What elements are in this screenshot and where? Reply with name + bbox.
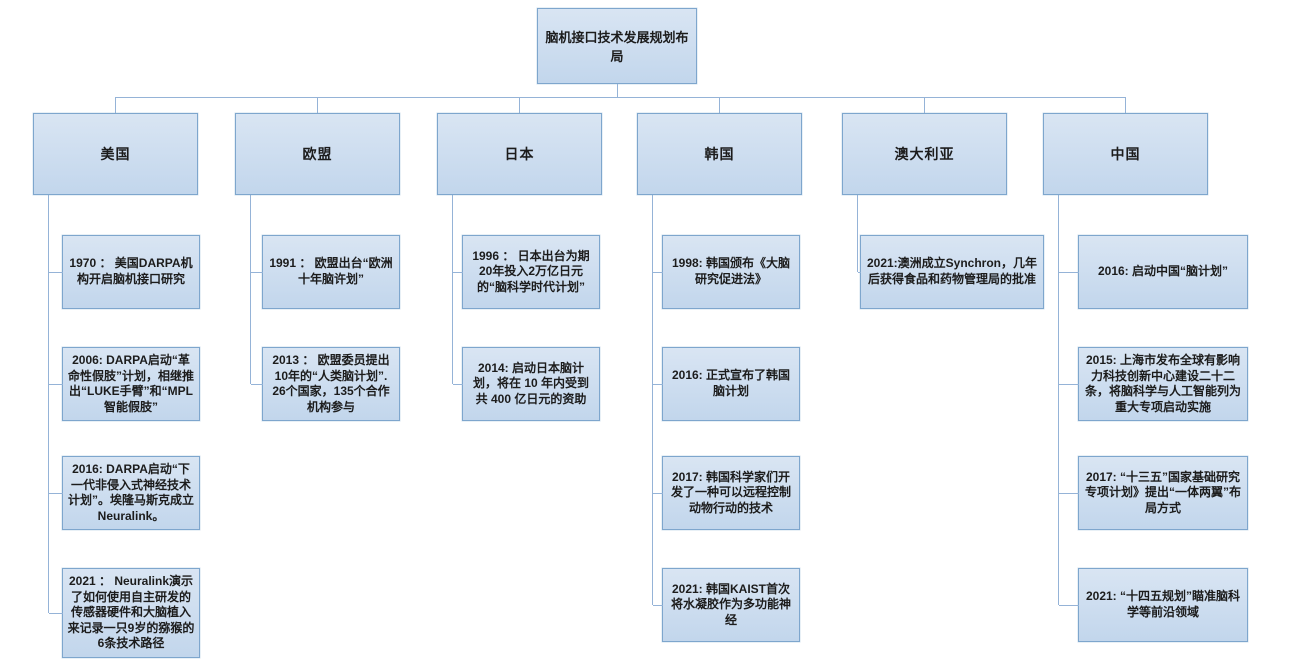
branch-drop-line (519, 97, 520, 113)
milestone-text: 2013 ： 欧盟委员提出10年的“人类脑计划”. 26个国家，135个合作机构… (272, 353, 390, 414)
country-label: 日本 (504, 146, 535, 162)
country-label: 中国 (1110, 146, 1141, 162)
milestone-text: 2021:澳洲成立Synchron，几年后获得食品和药物管理局的批准 (866, 256, 1038, 286)
branch-drop-line (924, 97, 925, 113)
root-drop-line (616, 84, 618, 98)
milestone-box: 2015: 上海市发布全球有影响力科技创新中心建设二十二条，将脑科学与人工智能列… (1059, 347, 1248, 422)
milestone-text: 1991 ： 欧盟出台“欧洲十年脑许划” (269, 256, 393, 286)
milestone-box: 2021: 韩国KAIST首次将水凝胶作为多功能神经 (653, 568, 800, 642)
column-spine-line (451, 195, 453, 384)
branch-drop-line (317, 97, 318, 113)
country-label: 韩国 (704, 146, 735, 162)
milestone-box: 2021: “十四五规划”瞄准脑科学等前沿领域 (1059, 568, 1248, 642)
milestone-text: 2017: 韩国科学家们开发了一种可以远程控制动物行动的技术 (670, 469, 791, 515)
milestone-text: 1970 ： 美国DARPA机构开启脑机接口研究 (69, 256, 193, 286)
milestone-text: 2021: 韩国KAIST首次将水凝胶作为多功能神经 (670, 581, 791, 627)
milestone-text: 2016: 启动中国“脑计划” (1097, 264, 1229, 279)
branch-drop-line (1125, 97, 1126, 113)
milestone-box: 1996 ： 日本出台为期20年投入2万亿日元的“脑科学时代计划” (453, 235, 600, 309)
country-box: 中国 (1043, 113, 1208, 195)
country-label: 澳大利亚 (894, 146, 955, 162)
branch-drop-line (719, 97, 720, 113)
milestone-text: 2015: 上海市发布全球有影响力科技创新中心建设二十二条，将脑科学与人工智能列… (1084, 353, 1241, 414)
bus-line (115, 97, 1126, 98)
milestone-text: 2016: 正式宣布了韩国脑计划 (671, 368, 791, 398)
root-title-box: 脑机接口技术发展规划布局 (537, 8, 697, 84)
country-box: 美国 (33, 113, 198, 195)
milestone-box: 2013 ： 欧盟委员提出10年的“人类脑计划”. 26个国家，135个合作机构… (251, 347, 400, 422)
country-box: 欧盟 (235, 113, 400, 195)
milestone-box: 1991 ： 欧盟出台“欧洲十年脑许划” (251, 235, 400, 309)
column-spine-line (856, 195, 858, 272)
milestone-text: 1998: 韩国颁布《大脑研究促进法》 (671, 256, 791, 286)
milestone-text: 2016: DARPA启动“下一代非侵入式神经技术计划”。埃隆马斯克成立Neur… (67, 462, 194, 523)
milestone-text: 2017: “十三五”国家基础研究专项计划》提出“一体两翼”布局方式 (1084, 469, 1241, 515)
milestone-box: 2006: DARPA启动“革命性假肢”计划，相继推出“LUKE手臂”和“MPL… (49, 347, 200, 422)
branch-drop-line (115, 97, 116, 113)
milestone-box: 2021:澳洲成立Synchron，几年后获得食品和药物管理局的批准 (858, 235, 1044, 309)
country-box: 韩国 (637, 113, 802, 195)
milestone-text: 1996 ： 日本出台为期20年投入2万亿日元的“脑科学时代计划” (472, 248, 590, 294)
milestone-box: 1998: 韩国颁布《大脑研究促进法》 (653, 235, 800, 309)
country-box: 澳大利亚 (842, 113, 1007, 195)
country-label: 欧盟 (302, 146, 333, 162)
milestone-box: 2017: 韩国科学家们开发了一种可以远程控制动物行动的技术 (653, 456, 800, 530)
country-label: 美国 (100, 146, 131, 162)
column-spine-line (249, 195, 251, 384)
milestone-box: 2016: DARPA启动“下一代非侵入式神经技术计划”。埃隆马斯克成立Neur… (49, 456, 200, 531)
column-spine-line (47, 195, 49, 613)
milestone-box: 1970 ： 美国DARPA机构开启脑机接口研究 (49, 235, 200, 309)
milestone-text: 2021 ： Neuralink演示了如何使用自主研发的传感器硬件和大脑植入来记… (67, 574, 195, 651)
milestone-box: 2014: 启动日本脑计划，将在 10 年内受到共 400 亿日元的资助 (453, 347, 600, 421)
column-spine-line (1057, 195, 1059, 605)
milestone-text: 2006: DARPA启动“革命性假肢”计划，相继推出“LUKE手臂”和“MPL… (67, 353, 194, 414)
diagram-title: 脑机接口技术发展规划布局 (545, 30, 689, 64)
milestone-box: 2017: “十三五”国家基础研究专项计划》提出“一体两翼”布局方式 (1059, 456, 1248, 530)
milestone-box: 2016: 启动中国“脑计划” (1059, 235, 1248, 309)
milestone-text: 2014: 启动日本脑计划，将在 10 年内受到共 400 亿日元的资助 (472, 360, 590, 406)
column-spine-line (651, 195, 653, 605)
milestone-box: 2016: 正式宣布了韩国脑计划 (653, 347, 800, 421)
country-box: 日本 (437, 113, 602, 195)
milestone-text: 2021: “十四五规划”瞄准脑科学等前沿领域 (1085, 589, 1241, 619)
milestone-box: 2021 ： Neuralink演示了如何使用自主研发的传感器硬件和大脑植入来记… (49, 568, 200, 658)
